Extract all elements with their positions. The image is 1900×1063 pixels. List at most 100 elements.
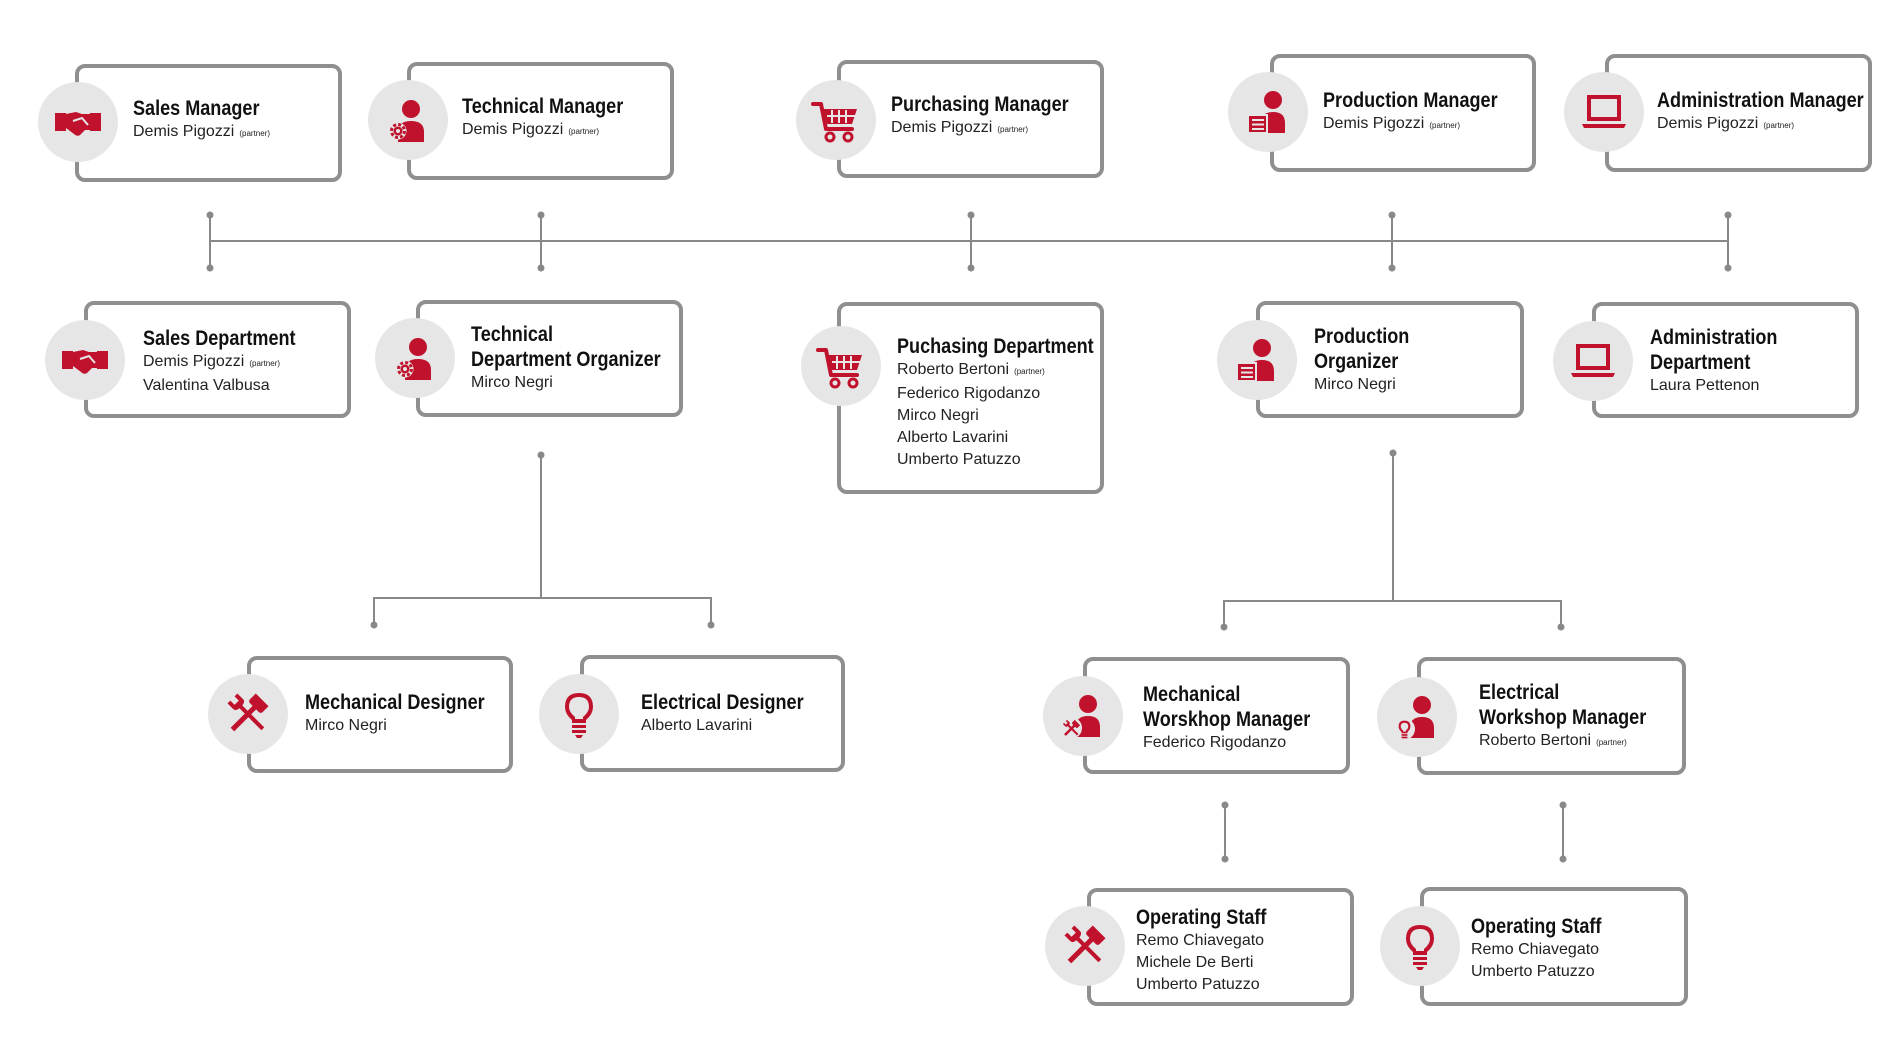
icon-circle xyxy=(1228,72,1308,152)
user-tools-icon xyxy=(1060,695,1100,739)
icon-circle xyxy=(368,80,448,160)
org-card xyxy=(837,60,1104,178)
partner-tag: (partner) xyxy=(1763,121,1795,130)
icon-circle xyxy=(1043,676,1123,756)
node-title: Electrical Designer xyxy=(641,691,804,714)
org-card xyxy=(1417,657,1686,775)
person-name: Federico Rigodanzo xyxy=(897,385,1041,402)
person-name: Mirco Negri xyxy=(471,374,553,391)
user-document-icon xyxy=(1236,339,1274,382)
node-title: Operating Staff xyxy=(1136,906,1267,929)
icon-circle xyxy=(208,674,288,754)
lightbulb-icon xyxy=(565,693,593,738)
laptop-icon xyxy=(1571,344,1615,377)
person-name: Demis Pigozzi(partner) xyxy=(1323,115,1461,132)
partner-tag: (partner) xyxy=(249,359,281,368)
org-card xyxy=(1270,54,1536,172)
person-name: Demis Pigozzi(partner) xyxy=(891,119,1029,136)
person-name: Umberto Patuzzo xyxy=(1136,976,1260,993)
user-document-icon xyxy=(1247,91,1285,134)
handshake-icon xyxy=(55,112,101,136)
person-name: Laura Pettenon xyxy=(1650,377,1760,394)
handshake-icon xyxy=(62,350,108,374)
icon-circle xyxy=(1564,72,1644,152)
org-card xyxy=(1083,657,1350,774)
cart-icon xyxy=(816,348,862,389)
org-card xyxy=(84,301,351,418)
partner-tag: (partner) xyxy=(997,125,1029,134)
node-title: Workshop Manager xyxy=(1479,706,1647,729)
node-title: Technical xyxy=(471,323,553,346)
icon-circle xyxy=(1377,677,1457,757)
tools-icon xyxy=(227,693,269,732)
user-gear-icon xyxy=(396,338,431,380)
node-title: Department Organizer xyxy=(471,348,661,371)
node-title: Sales Manager xyxy=(133,97,260,120)
partner-tag: (partner) xyxy=(1596,738,1627,747)
person-name: Roberto Bertoni(partner) xyxy=(1479,732,1627,749)
node-title: Operating Staff xyxy=(1471,915,1602,938)
node-title: Technical Manager xyxy=(462,95,624,118)
org-card xyxy=(247,656,513,773)
person-name: Demis Pigozzi(partner) xyxy=(133,123,271,140)
node-title: Puchasing Department xyxy=(897,335,1094,358)
person-name: Alberto Lavarini xyxy=(897,429,1009,446)
partner-tag: (partner) xyxy=(568,127,600,136)
person-name: Mirco Negri xyxy=(1314,376,1396,393)
node-title: Administration Manager xyxy=(1657,89,1864,112)
icon-circle xyxy=(1380,906,1460,986)
user-lightbulb-icon xyxy=(1393,696,1434,740)
person-name: Demis Pigozzi(partner) xyxy=(1657,115,1795,132)
node-title: Department xyxy=(1650,351,1751,374)
cart-icon xyxy=(811,102,857,143)
lightbulb-icon xyxy=(1406,925,1434,970)
person-name: Federico Rigodanzo xyxy=(1143,734,1287,751)
person-name: Demis Pigozzi(partner) xyxy=(143,353,281,370)
icon-circle xyxy=(1217,320,1297,400)
person-name: Michele De Berti xyxy=(1136,954,1254,971)
laptop-icon xyxy=(1582,95,1626,128)
person-name: Demis Pigozzi(partner) xyxy=(462,121,600,138)
person-name: Mirco Negri xyxy=(897,407,979,424)
icon-circle xyxy=(38,82,118,162)
node-title: Electrical xyxy=(1479,681,1560,704)
partner-tag: (partner) xyxy=(1429,121,1461,130)
tools-icon xyxy=(1064,925,1106,964)
user-gear-icon xyxy=(389,100,424,142)
node-title: Production xyxy=(1314,325,1410,348)
icon-circle xyxy=(539,674,619,754)
org-card xyxy=(75,64,342,182)
node-title: Mechanical Designer xyxy=(305,691,485,714)
icon-circle xyxy=(1045,906,1125,986)
icon-circle xyxy=(375,318,455,398)
org-card xyxy=(1420,887,1688,1006)
org-card xyxy=(1605,54,1872,172)
icon-circle xyxy=(45,320,125,400)
person-name: Roberto Bertoni(partner) xyxy=(897,361,1045,378)
person-name: Remo Chiavegato xyxy=(1136,932,1265,949)
person-name: Umberto Patuzzo xyxy=(1471,963,1595,980)
node-title: Sales Department xyxy=(143,327,296,350)
node-title: Purchasing Manager xyxy=(891,93,1069,116)
icon-circle xyxy=(796,80,876,160)
person-name: Umberto Patuzzo xyxy=(897,451,1021,468)
person-name: Valentina Valbusa xyxy=(143,377,270,394)
node-title: Worskhop Manager xyxy=(1143,708,1311,731)
person-name: Alberto Lavarini xyxy=(641,717,753,734)
